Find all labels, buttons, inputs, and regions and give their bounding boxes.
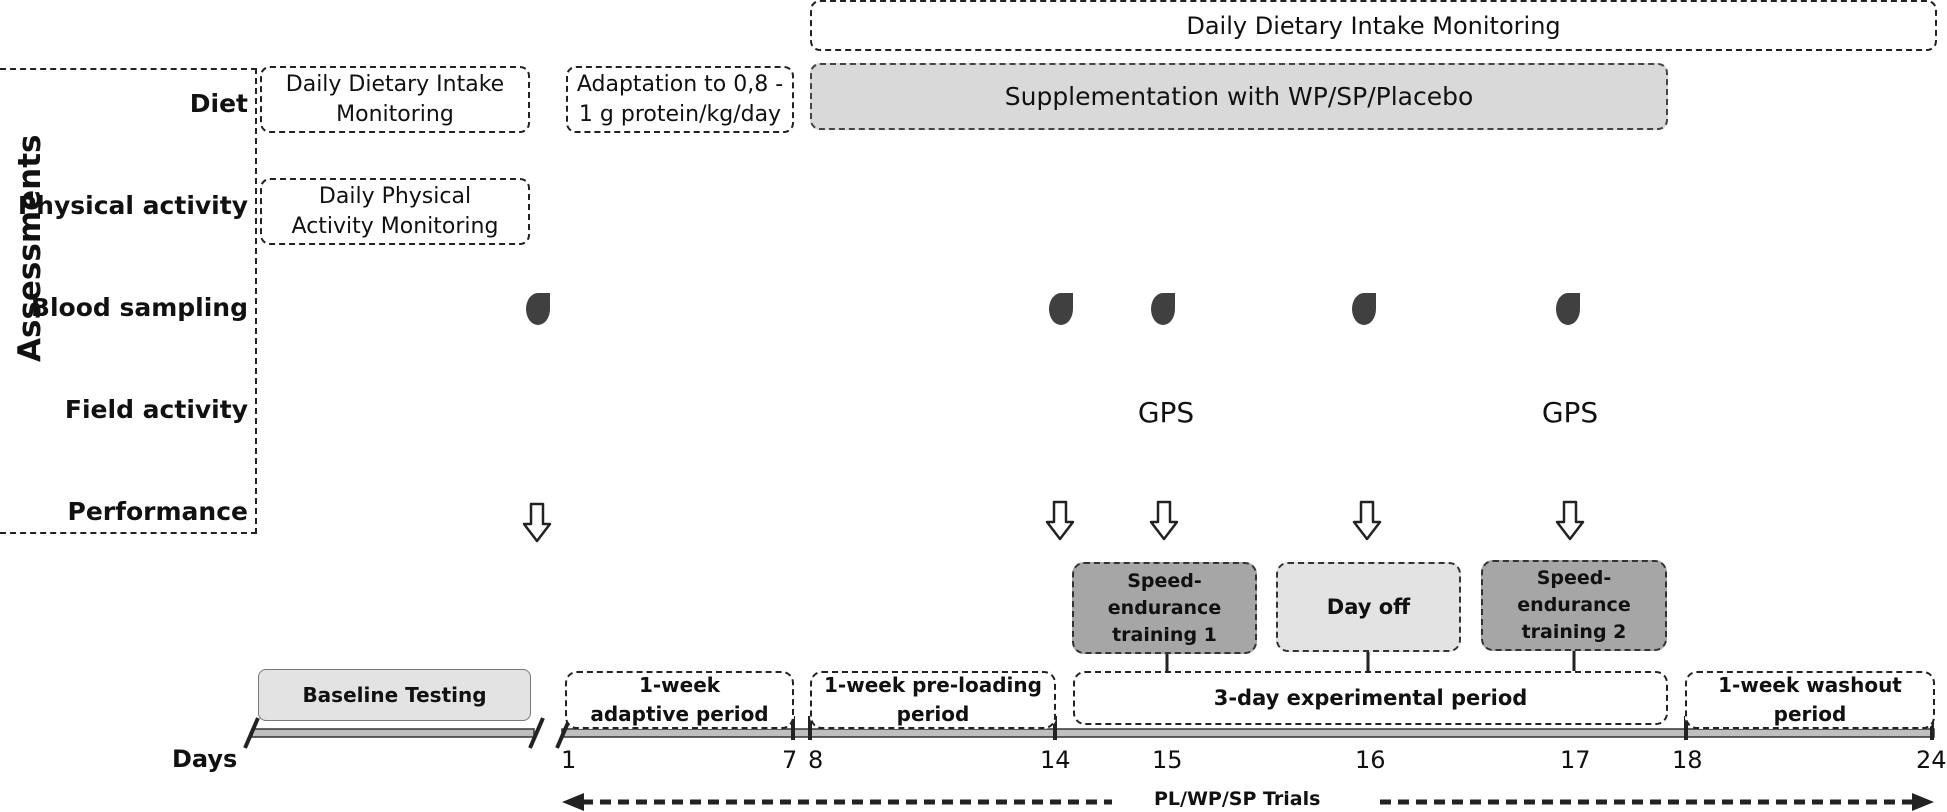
preloading-period-box: 1-week pre-loading period	[810, 671, 1056, 729]
down-arrow-icon	[1045, 500, 1075, 541]
speed-endurance-1-box: Speed-endurance training 1	[1072, 562, 1257, 654]
blood-drop-icon	[526, 293, 550, 325]
day-number: 1	[561, 746, 577, 774]
daily-physical-text: Daily Physical Activity Monitoring	[291, 183, 499, 239]
washout-period-box: 1-week washout period	[1685, 671, 1935, 729]
experimental-period-box: 3-day experimental period	[1073, 671, 1668, 725]
day-number: 14	[1040, 746, 1071, 774]
day-number: 8	[808, 746, 824, 774]
down-arrow-icon	[1149, 500, 1179, 541]
down-arrow-icon	[522, 502, 552, 543]
down-arrow-icon	[1352, 500, 1382, 541]
row-label-field-activity: Field activity	[64, 395, 248, 424]
gps-label-day17: GPS	[1541, 396, 1599, 429]
speed-endurance-2-text: Speed-endurance training 2	[1517, 567, 1631, 643]
speed-endurance-2-box: Speed-endurance training 2	[1481, 560, 1667, 651]
trials-arrow-left	[562, 793, 1112, 811]
row-label-physical-activity: Physical activity	[17, 191, 248, 220]
daily-dietary-left-box: Daily Dietary Intake Monitoring	[260, 66, 530, 133]
trials-arrow-right	[1380, 793, 1934, 811]
daily-dietary-top-text: Daily Dietary Intake Monitoring	[1186, 11, 1561, 40]
day-number: 16	[1355, 746, 1386, 774]
row-label-performance: Performance	[67, 497, 248, 526]
day-number: 15	[1152, 746, 1183, 774]
blood-drop-icon	[1556, 293, 1580, 325]
trials-label: PL/WP/SP Trials	[1154, 788, 1321, 810]
day-number: 17	[1560, 746, 1591, 774]
adaptation-text: Adaptation to 0,8 - 1 g protein/kg/day	[576, 71, 784, 127]
baseline-testing-text: Baseline Testing	[302, 683, 487, 707]
supplementation-text: Supplementation with WP/SP/Placebo	[1004, 82, 1474, 111]
day-off-text: Day off	[1326, 595, 1411, 619]
daily-dietary-top-box: Daily Dietary Intake Monitoring	[810, 0, 1937, 51]
daily-physical-box: Daily Physical Activity Monitoring	[260, 178, 530, 245]
day-off-box: Day off	[1276, 562, 1461, 652]
blood-drop-icon	[1352, 293, 1376, 325]
supplementation-box: Supplementation with WP/SP/Placebo	[810, 63, 1668, 130]
down-arrow-icon	[1555, 500, 1585, 541]
daily-dietary-left-text: Daily Dietary Intake Monitoring	[285, 71, 505, 127]
days-label: Days	[172, 745, 238, 773]
adaptive-period-text: 1-week adaptive period	[590, 673, 769, 726]
baseline-testing-box: Baseline Testing	[258, 669, 531, 721]
preloading-period-text: 1-week pre-loading period	[824, 673, 1042, 726]
washout-period-text: 1-week washout period	[1718, 673, 1902, 726]
assessments-frame	[0, 68, 257, 534]
adaptation-box: Adaptation to 0,8 - 1 g protein/kg/day	[566, 66, 794, 133]
adaptive-period-box: 1-week adaptive period	[565, 671, 794, 729]
gps-label-day15: GPS	[1137, 396, 1195, 429]
day-number: 24	[1916, 746, 1947, 774]
day-number: 18	[1672, 746, 1703, 774]
row-label-blood-sampling: Blood sampling	[30, 293, 248, 322]
row-label-diet: Diet	[189, 89, 248, 118]
blood-drop-icon	[1151, 293, 1175, 325]
blood-drop-icon	[1049, 293, 1073, 325]
day-number: 7	[782, 746, 798, 774]
speed-endurance-1-text: Speed-endurance training 1	[1107, 569, 1222, 646]
experimental-period-text: 3-day experimental period	[1213, 686, 1528, 710]
